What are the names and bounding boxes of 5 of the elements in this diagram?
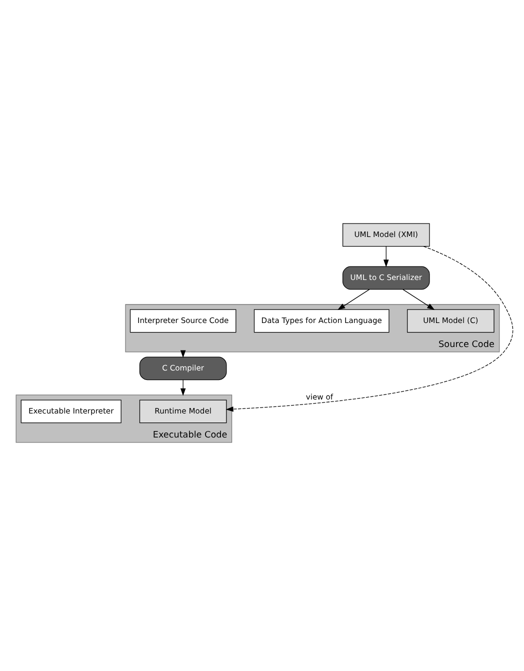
- arrow: [383, 246, 389, 268]
- arrow: [180, 380, 186, 396]
- arrow: [226, 246, 514, 412]
- arrow: [338, 289, 370, 310]
- arrow: [402, 289, 435, 310]
